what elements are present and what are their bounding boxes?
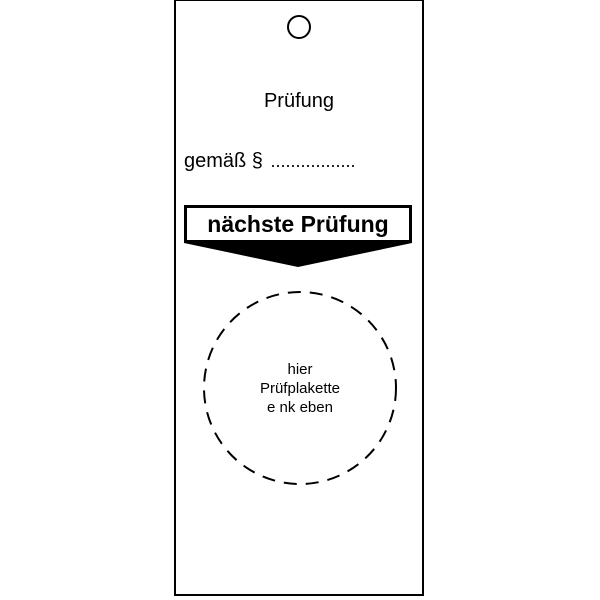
next-inspection-banner: nächste Prüfung [184, 205, 412, 243]
tag-heading: Prüfung [263, 90, 335, 112]
sticker-hint-line2: Prüfplakette [259, 380, 341, 397]
sticker-placeholder-circle [203, 291, 397, 485]
section-label: gemäß § [184, 150, 263, 172]
inspection-tag [174, 0, 424, 596]
section-line: gemäß § ................. [184, 150, 356, 173]
section-fill-dots: ................. [270, 151, 356, 171]
punch-hole [287, 15, 311, 39]
sticker-hint: hier Prüfplakette e nk eben [230, 360, 370, 417]
sticker-hint-line3: e nk eben [267, 399, 333, 416]
sticker-hint-line1: hier [287, 361, 313, 378]
down-arrow-icon [184, 243, 412, 267]
